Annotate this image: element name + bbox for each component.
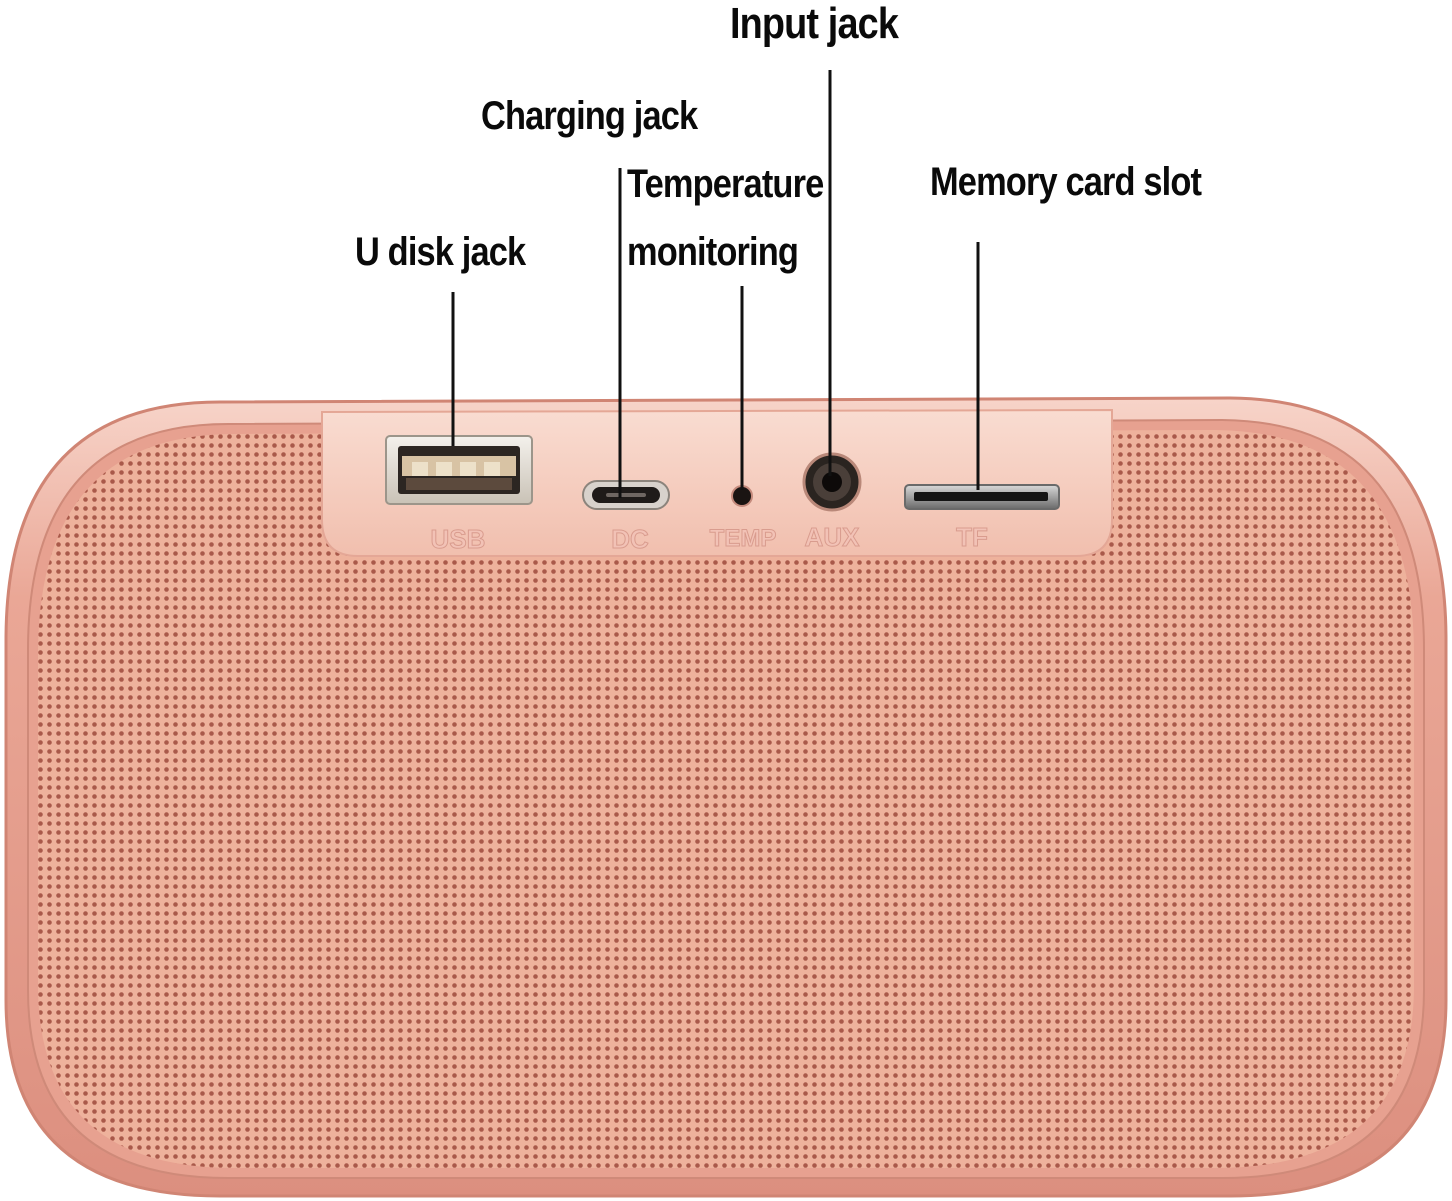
aux-jack	[802, 452, 862, 512]
callout-memory-card-slot: Memory card slot	[930, 160, 1202, 204]
usb-port	[385, 435, 533, 505]
tf-card-slot	[904, 484, 1060, 510]
aux-label: AUX	[805, 522, 861, 552]
callout-u-disk-jack: U disk jack	[355, 230, 526, 274]
callout-monitoring: monitoring	[627, 230, 799, 274]
callout-charging-jack: Charging jack	[481, 94, 698, 138]
speaker-grille	[38, 430, 1414, 1168]
callout-temperature: Temperature	[627, 162, 824, 206]
tf-label: TF	[956, 522, 988, 552]
temp-label: TEMP	[710, 525, 777, 552]
dc-port	[582, 480, 670, 510]
callout-input-jack: Input jack	[730, 0, 899, 48]
dc-label: DC	[611, 524, 649, 554]
usb-label: USB	[431, 524, 486, 554]
